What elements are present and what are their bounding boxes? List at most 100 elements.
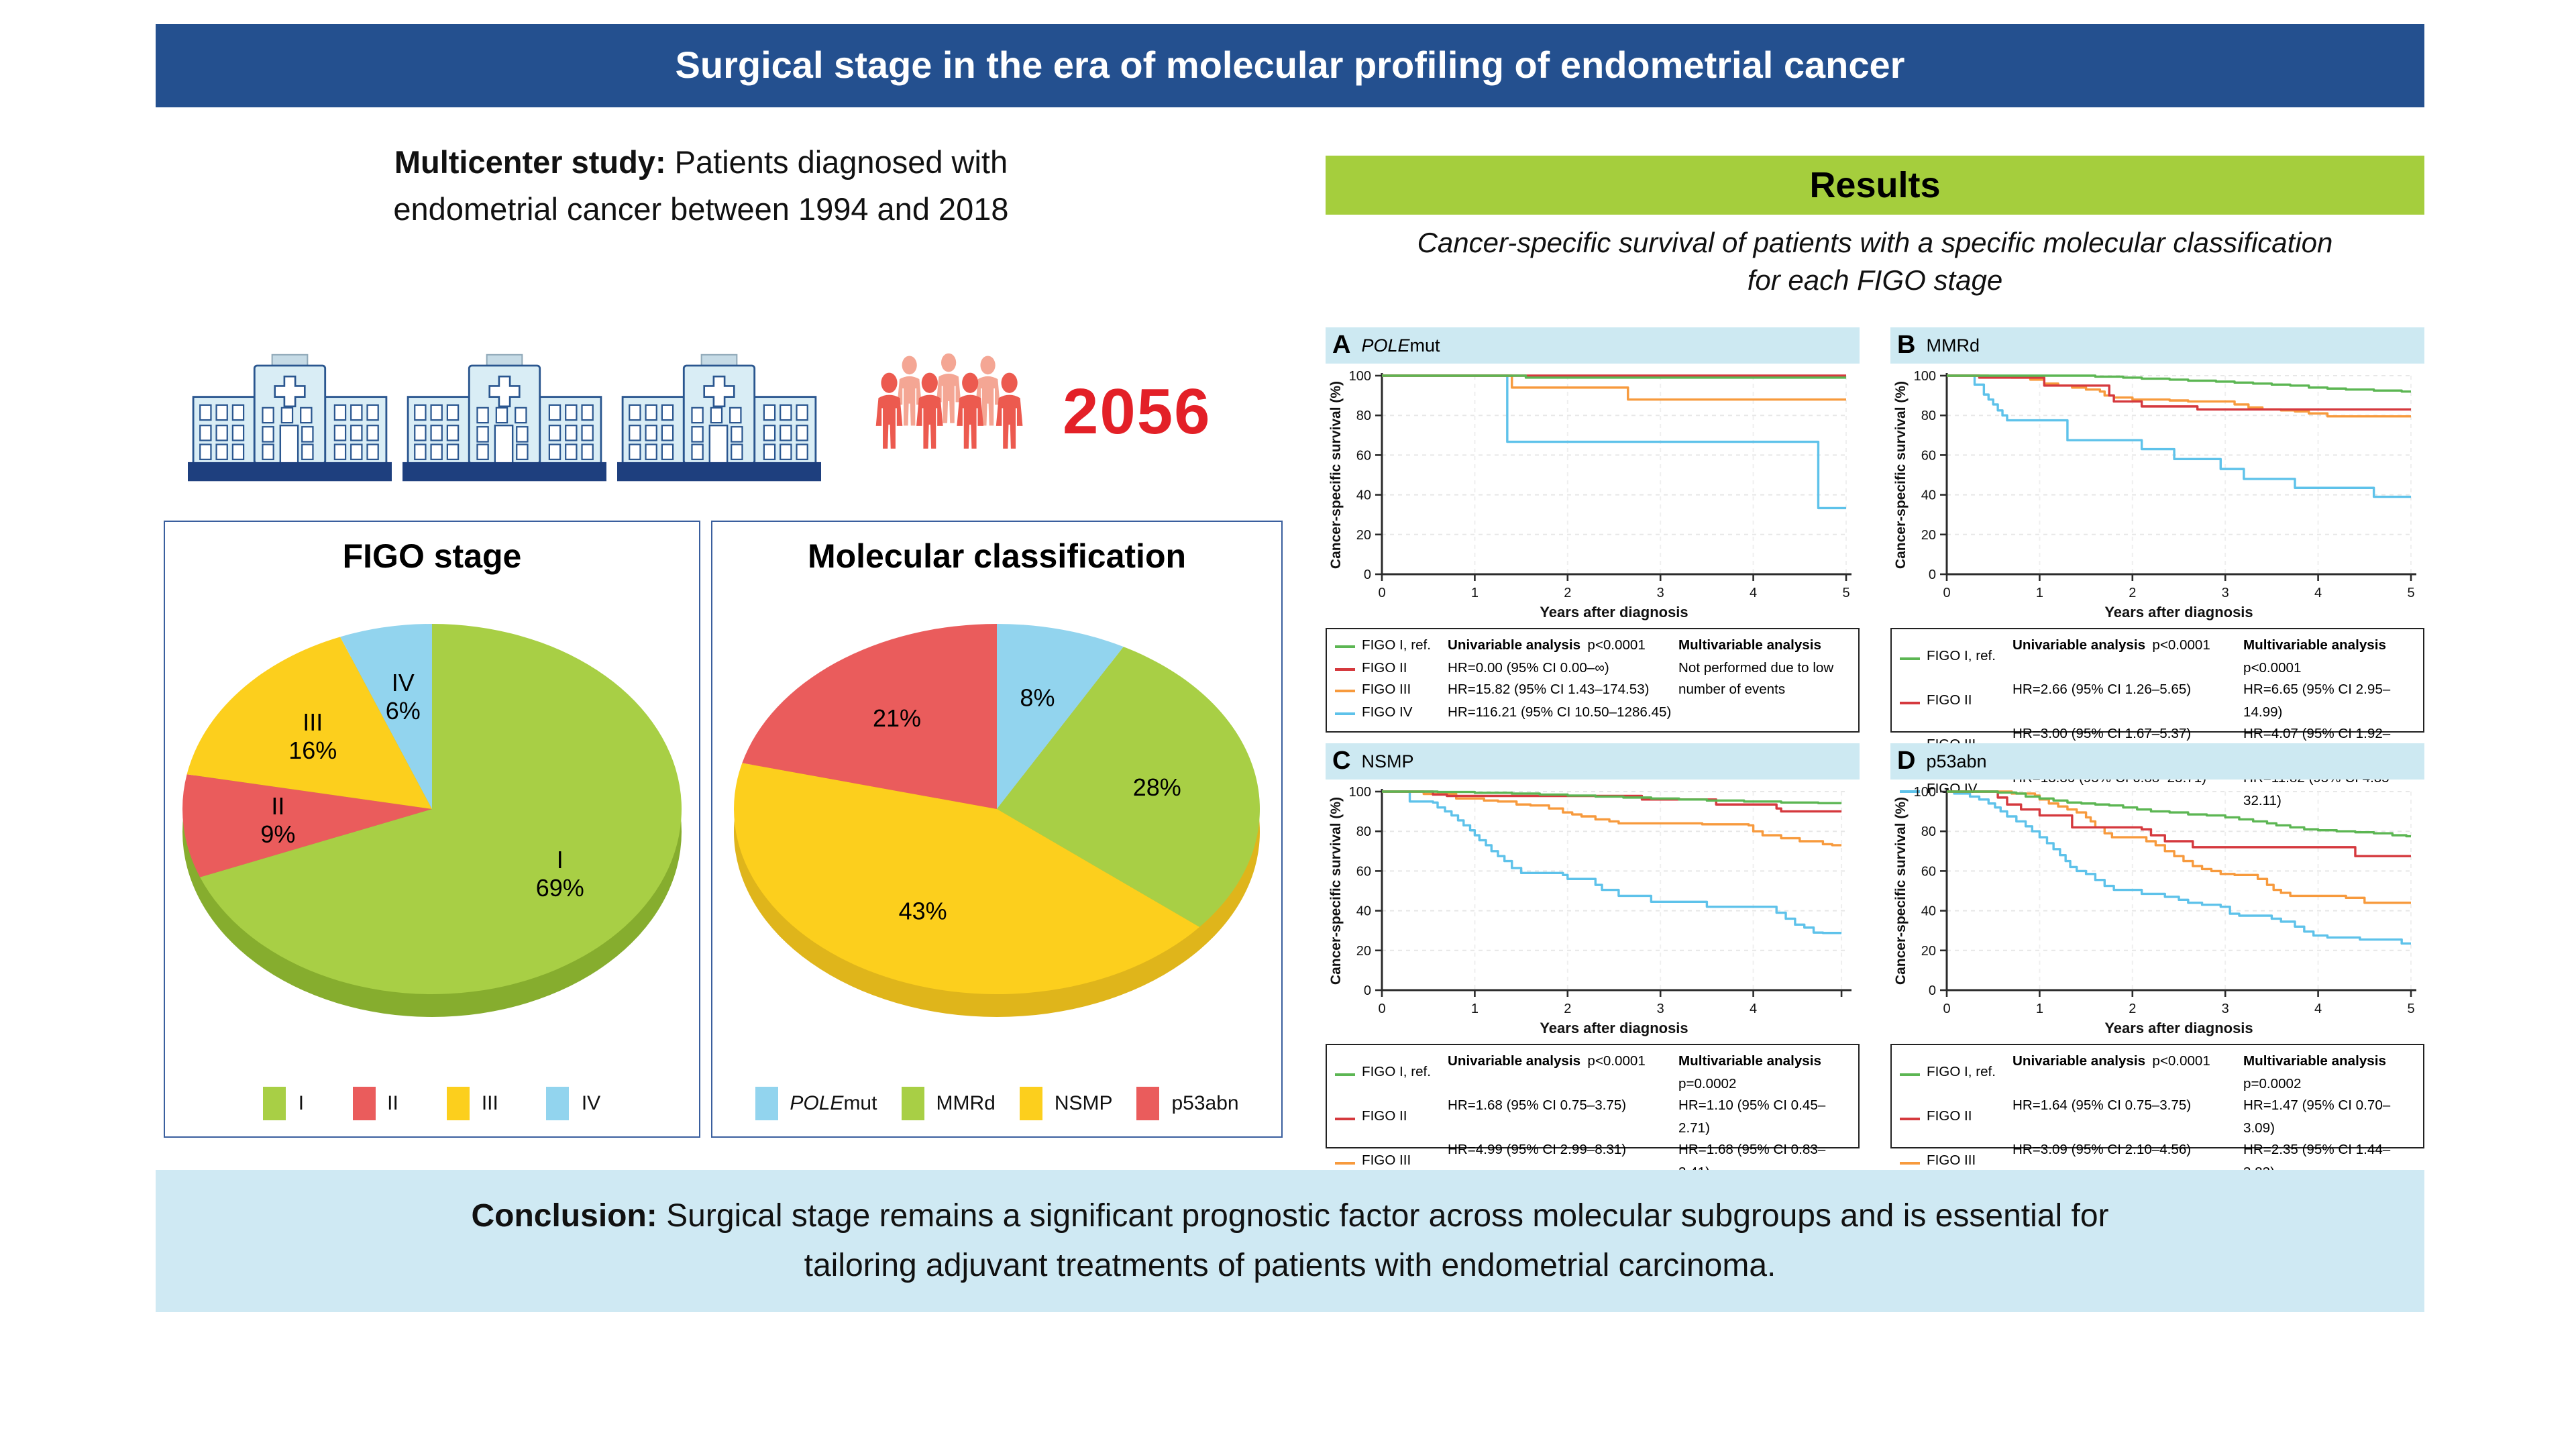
row-legend: FIGO I, ref. (1900, 1052, 2012, 1096)
univariable-cell: HR=2.66 (95% CI 1.26–5.65) (2012, 683, 2192, 698)
multivariable-cell: number of events (1678, 683, 1786, 698)
person-icon (916, 372, 943, 449)
legend-swatch (1136, 1087, 1160, 1120)
y-tick-label: 20 (1356, 528, 1371, 543)
figo-group-label: FIGO II (1927, 1110, 1972, 1125)
x-tick-label: 0 (1378, 1002, 1385, 1016)
x-tick-label: 1 (2036, 1002, 2043, 1016)
multivariable-cell: Multivariable analysis (1678, 639, 1821, 653)
hospital-building-icon (617, 354, 821, 482)
row-legend: FIGO II (1900, 1096, 2012, 1140)
legend-swatch (352, 1087, 376, 1120)
results-subtitle-line2: for each FIGO stage (1747, 266, 2003, 297)
legend-label: II (387, 1092, 398, 1115)
legend-item-MMRd: MMRd (901, 1087, 996, 1120)
panel-b-title: MMRd (1926, 335, 1980, 356)
pie-slice-name: III (303, 708, 323, 736)
x-tick-label: 4 (1750, 586, 1757, 600)
multivariable-cell: Not performed due to low (1678, 661, 1834, 676)
study-description: Multicenter study: Patients diagnosed wi… (201, 140, 1201, 234)
y-tick-label: 100 (1349, 785, 1371, 800)
x-tick-label: 1 (1471, 586, 1479, 600)
x-axis-label: Years after diagnosis (1540, 604, 1688, 621)
door (494, 424, 514, 465)
legend-swatch (755, 1087, 778, 1120)
y-tick-label: 80 (1356, 824, 1371, 839)
y-tick-label: 40 (1921, 904, 1936, 919)
multivariable-cell: HR=1.10 (95% CI 0.45–2.71) (1678, 1099, 1826, 1136)
y-tick-label: 80 (1356, 409, 1371, 423)
legend-label: IV (581, 1092, 601, 1115)
univariable-cell: HR=1.68 (95% CI 0.75–3.75) (1448, 1099, 1627, 1114)
km-line-figo-iii (1947, 790, 2411, 904)
y-tick-label: 0 (1929, 568, 1936, 582)
conclusion-line2: tailoring adjuvant treatments of patient… (804, 1248, 1776, 1284)
legend-line (1900, 1073, 1920, 1075)
hr-table-row: FIGO I, ref.Univariable analysis p<0.000… (1900, 636, 2415, 680)
hospital-building-icon (188, 354, 392, 482)
pie-slice-MMRd (997, 647, 1260, 927)
x-tick-label: 4 (2314, 1002, 2322, 1016)
y-tick-label: 80 (1921, 409, 1936, 423)
row-legend: FIGO I, ref. (1335, 636, 1448, 658)
legend-label: p53abn (1171, 1092, 1239, 1115)
legend-item-II: II (352, 1087, 398, 1120)
legend-label: III (481, 1092, 498, 1115)
panel-c-hr-table: FIGO I, ref.Univariable analysis p<0.000… (1326, 1044, 1860, 1224)
figo-group-label: FIGO I, ref. (1362, 639, 1431, 653)
pie-slice-III (186, 637, 432, 809)
km-line-figo-iv (1382, 374, 1846, 510)
x-axis-label: Years after diagnosis (2104, 1020, 2253, 1036)
patient-group-icon (875, 353, 1023, 449)
row-legend: FIGO II (1335, 658, 1448, 680)
y-tick-label: 60 (1356, 448, 1371, 463)
km-line-figo-iv (1382, 790, 1842, 934)
x-tick-label: 2 (2129, 1002, 2136, 1016)
results-header: Results (1326, 156, 2424, 215)
km-line-figo-ii (1947, 374, 2411, 411)
km-line-figo-i--ref- (1947, 790, 2411, 838)
row-legend: FIGO III (1335, 1140, 1448, 1185)
y-axis-label: Cancer-specific survival (%) (1893, 797, 1909, 985)
legend-line (1335, 712, 1355, 715)
figo-group-label: FIGO I, ref. (1927, 649, 1996, 665)
conclusion-box: Conclusion: Surgical stage remains a sig… (156, 1170, 2424, 1312)
x-tick-label: 4 (2314, 586, 2322, 600)
study-icons-row: 2056 (188, 346, 1275, 494)
pie-slice-percent: 6% (386, 697, 421, 724)
study-line2: endometrial cancer between 1994 and 2018 (393, 192, 1009, 227)
km-line-figo-iv (1947, 790, 2411, 945)
legend-line (1335, 1117, 1355, 1120)
pie-slice-percent: 9% (260, 820, 295, 848)
y-tick-label: 20 (1921, 528, 1936, 543)
hr-table-row: FIGO I, ref.Univariable analysis p<0.000… (1335, 636, 1850, 658)
panel-a-header: A POLEmut (1326, 327, 1860, 364)
y-tick-label: 60 (1356, 864, 1371, 879)
y-tick-label: 0 (1364, 568, 1371, 582)
y-axis-label: Cancer-specific survival (%) (1328, 797, 1344, 985)
legend-label: POLEmut (790, 1092, 877, 1115)
results-subtitle-line1: Cancer-specific survival of patients wit… (1417, 228, 2333, 259)
multivariable-cell (1678, 702, 1850, 724)
figo-group-label: FIGO I, ref. (1927, 1065, 1996, 1081)
hospital-building-icon (402, 354, 606, 482)
person-icon (897, 356, 922, 426)
medical-cross-icon (703, 375, 735, 408)
pie-slice-POLEmut (997, 624, 1124, 809)
hospital-base (617, 462, 821, 482)
legend-line (1900, 657, 1920, 659)
pie-slice-name: IV (392, 669, 415, 696)
y-tick-label: 20 (1356, 944, 1371, 959)
legend-swatch (901, 1087, 924, 1120)
univariable-cell: Univariable analysis p<0.0001 (2012, 1055, 2210, 1069)
figo-group-label: FIGO I, ref. (1362, 1065, 1431, 1081)
pie-slice-p53abn (742, 624, 997, 809)
row-legend: FIGO IV (1335, 702, 1448, 724)
page-title: Surgical stage in the era of molecular p… (156, 24, 2424, 107)
